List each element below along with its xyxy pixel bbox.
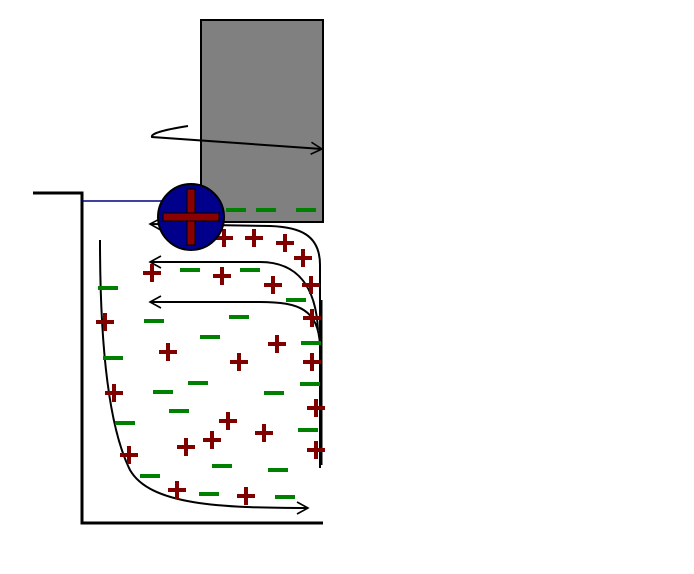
plus-charge-icon (230, 353, 248, 371)
plus-charge-icon (303, 353, 321, 371)
outer-loop-arrow (99, 239, 310, 515)
plus-charge-icon (105, 384, 123, 402)
minus-charge-icon (286, 298, 306, 302)
plus-charge-icon (213, 267, 231, 285)
minus-charge-icon (256, 208, 276, 212)
plus-charge-icon (307, 399, 325, 417)
minus-charge-icon (264, 391, 284, 395)
minus-charge-icon (188, 381, 208, 385)
plus-charge-icon (143, 264, 161, 282)
minus-charge-icon (240, 268, 260, 272)
grey-block (200, 19, 324, 223)
minus-charge-icon (298, 428, 318, 432)
minus-charge-icon (180, 268, 200, 272)
plus-charge-icon (168, 481, 186, 499)
plus-charge-icon (307, 441, 325, 459)
minus-charge-icon (275, 495, 295, 499)
minus-charge-icon (226, 208, 246, 212)
minus-charge-icon (200, 335, 220, 339)
minus-charges (98, 208, 321, 499)
plus-charge-icon (268, 335, 286, 353)
minus-charge-icon (199, 492, 219, 496)
top-arrow-line (151, 125, 324, 155)
plus-charge-icon (294, 249, 312, 267)
flow-arrow-2 (148, 255, 319, 331)
plus-charge-icon (215, 229, 233, 247)
minus-charge-icon (115, 421, 135, 425)
minus-charge-icon (229, 315, 249, 319)
minus-charge-icon (300, 382, 320, 386)
minus-charge-icon (296, 208, 316, 212)
plus-charge-icon (159, 343, 177, 361)
plus-charge-icon (219, 412, 237, 430)
plus-charge-icon (237, 487, 255, 505)
minus-charge-icon (144, 319, 164, 323)
plus-charge-icon (276, 234, 294, 252)
minus-charge-icon (169, 409, 189, 413)
plus-charges (96, 229, 325, 505)
plus-charge-icon (96, 313, 114, 331)
plus-charge-icon (264, 276, 282, 294)
plus-charge-icon (255, 424, 273, 442)
minus-charge-icon (103, 356, 123, 360)
plus-charge-icon (302, 276, 320, 294)
plus-charge-icon (245, 229, 263, 247)
plus-charge-icon (120, 446, 138, 464)
plus-charge-icon (303, 309, 321, 327)
positive-ion-icon (157, 183, 225, 251)
plus-charge-icon (203, 431, 221, 449)
plus-charge-icon (177, 438, 195, 456)
minus-charge-icon (268, 468, 288, 472)
minus-charge-icon (301, 341, 321, 345)
flow-arrow-1 (148, 217, 321, 468)
minus-charge-icon (98, 286, 118, 290)
container-wall (33, 191, 323, 525)
flow-arrow-3 (148, 295, 321, 346)
minus-charge-icon (212, 464, 232, 468)
minus-charge-icon (153, 390, 173, 394)
minus-charge-icon (140, 474, 160, 478)
